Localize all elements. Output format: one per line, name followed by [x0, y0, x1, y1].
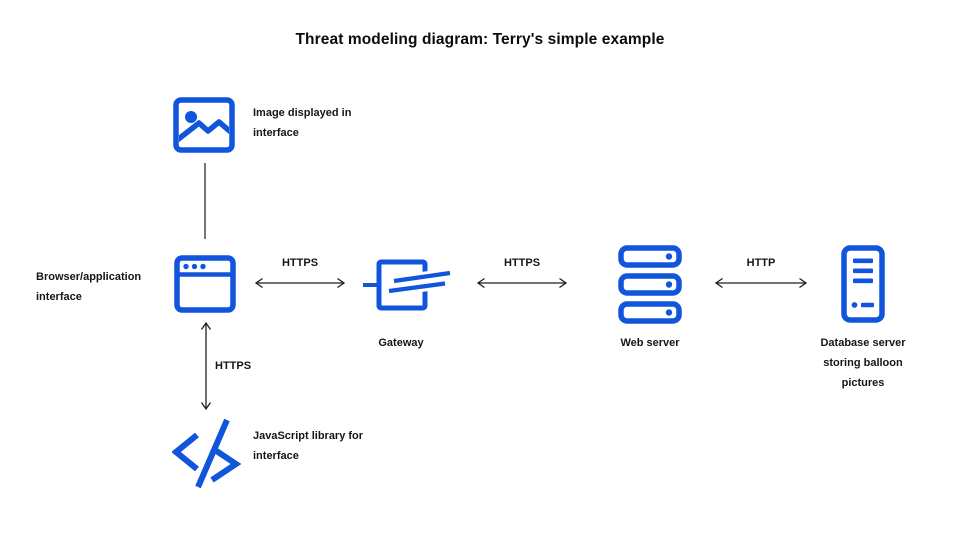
edge-browser-jslibrary-arrow — [200, 321, 212, 411]
server-stack-icon — [618, 245, 682, 324]
tower-server-icon — [841, 245, 885, 323]
edge-gateway-webserver-label: HTTPS — [503, 257, 541, 269]
node-web-server — [618, 245, 682, 325]
edge-browser-gateway-arrow — [254, 277, 346, 289]
node-image-label: Image displayed in interface — [253, 107, 352, 139]
node-browser-label: Browser/application interface — [36, 271, 142, 303]
edge-webserver-database-label: HTTP — [746, 257, 776, 269]
node-web-server-label: Web server — [620, 337, 680, 349]
node-browser — [174, 255, 236, 313]
node-database — [841, 245, 885, 323]
image-icon — [173, 97, 235, 153]
gateway-icon — [363, 259, 454, 311]
code-icon — [172, 418, 242, 489]
browser-window-icon — [174, 255, 236, 313]
node-image — [173, 97, 235, 153]
node-js-library — [172, 415, 242, 493]
node-database-label: Database server storing balloon pictures — [820, 337, 906, 389]
edge-image-browser-line — [204, 163, 206, 239]
edge-browser-gateway-label: HTTPS — [281, 257, 319, 269]
node-gateway-label: Gateway — [378, 337, 424, 349]
diagram-title: Threat modeling diagram: Terry's simple … — [295, 31, 665, 48]
node-js-library-label: JavaScript library for interface — [253, 430, 364, 462]
node-gateway — [362, 258, 456, 312]
edge-webserver-database-arrow — [714, 277, 808, 289]
edge-gateway-webserver-arrow — [476, 277, 568, 289]
edge-browser-jslibrary-label: HTTPS — [215, 360, 252, 372]
